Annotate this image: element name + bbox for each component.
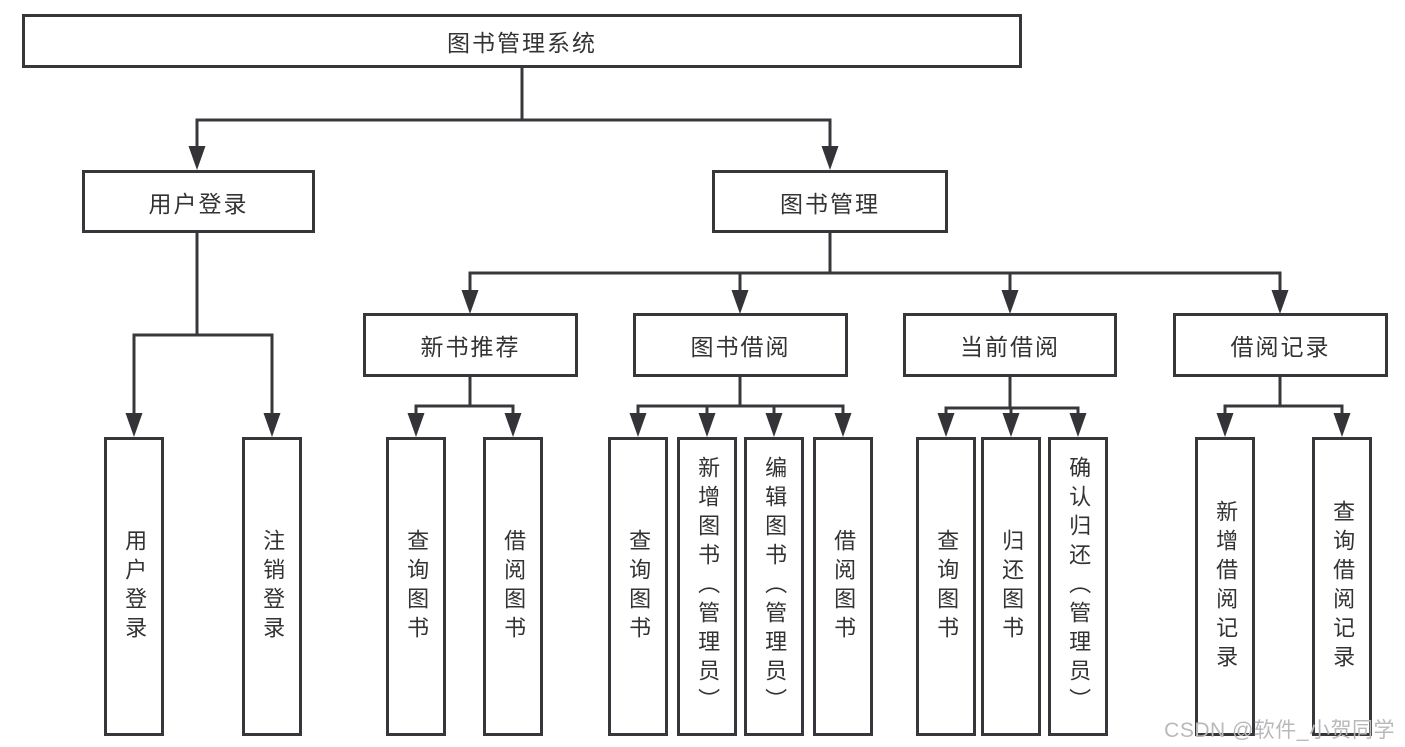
leaf-cb-query-book-label: 查询图书 xyxy=(934,528,960,645)
node-user-login-label: 用户登录 xyxy=(148,190,249,217)
leaf-bb-borrow-book: 借阅图书 xyxy=(813,437,873,736)
leaf-bb-add-book-admin: 新增图书（管理员） xyxy=(677,437,737,736)
node-new-book-recommend: 新书推荐 xyxy=(363,313,578,377)
leaf-cb-confirm-return-admin-label: 确认归还（管理员） xyxy=(1066,456,1092,717)
leaf-bb-borrow-book-label: 借阅图书 xyxy=(831,528,857,645)
connector-root-to-branches xyxy=(188,66,839,170)
connector-book-mgmt-to-modules xyxy=(461,231,1289,314)
node-current-borrow: 当前借阅 xyxy=(903,313,1117,377)
leaf-user-login-label: 用户登录 xyxy=(122,528,148,645)
node-book-borrow: 图书借阅 xyxy=(633,313,848,377)
leaf-nb-borrow-book: 借阅图书 xyxy=(483,437,543,736)
leaf-cb-confirm-return-admin: 确认归还（管理员） xyxy=(1048,437,1108,736)
connector-new-book-to-leaves xyxy=(407,375,522,437)
leaf-cb-return-book-label: 归还图书 xyxy=(999,528,1025,645)
node-user-login: 用户登录 xyxy=(82,170,315,233)
leaf-cb-return-book: 归还图书 xyxy=(981,437,1041,736)
leaf-nb-query-book: 查询图书 xyxy=(386,437,446,736)
node-book-management-label: 图书管理 xyxy=(780,190,880,217)
leaf-br-query-record: 查询借阅记录 xyxy=(1312,437,1372,736)
node-root-label: 图书管理系统 xyxy=(447,30,597,56)
leaf-nb-borrow-book-label: 借阅图书 xyxy=(501,528,527,645)
leaf-user-login: 用户登录 xyxy=(104,437,164,736)
node-root: 图书管理系统 xyxy=(22,14,1022,68)
csdn-watermark: CSDN @软件_小贺同学 xyxy=(1164,719,1395,742)
leaf-br-add-record-label: 新增借阅记录 xyxy=(1213,499,1239,674)
leaf-logout-login-label: 注销登录 xyxy=(260,528,286,645)
node-borrow-records-label: 借阅记录 xyxy=(1230,334,1331,360)
connector-current-borrow-to-leaves xyxy=(937,375,1087,437)
leaf-br-add-record: 新增借阅记录 xyxy=(1195,437,1255,736)
connector-book-borrow-to-leaves xyxy=(629,375,852,437)
node-book-borrow-label: 图书借阅 xyxy=(690,334,791,360)
leaf-bb-query-book: 查询图书 xyxy=(608,437,668,736)
leaf-br-query-record-label: 查询借阅记录 xyxy=(1330,499,1356,674)
node-new-book-recommend-label: 新书推荐 xyxy=(420,334,521,360)
node-borrow-records: 借阅记录 xyxy=(1173,313,1388,377)
leaf-bb-add-book-admin-label: 新增图书（管理员） xyxy=(695,456,721,717)
leaf-cb-query-book: 查询图书 xyxy=(916,437,976,736)
leaf-nb-query-book-label: 查询图书 xyxy=(404,528,430,645)
leaf-bb-edit-book-admin: 编辑图书（管理员） xyxy=(744,437,804,736)
leaf-bb-query-book-label: 查询图书 xyxy=(626,528,652,645)
node-book-management: 图书管理 xyxy=(712,170,948,233)
leaf-bb-edit-book-admin-label: 编辑图书（管理员） xyxy=(762,456,788,717)
connector-borrow-records-to-leaves xyxy=(1216,375,1351,437)
connector-user-login-to-leaves xyxy=(125,231,281,437)
node-current-borrow-label: 当前借阅 xyxy=(960,334,1060,360)
leaf-logout-login: 注销登录 xyxy=(242,437,302,736)
